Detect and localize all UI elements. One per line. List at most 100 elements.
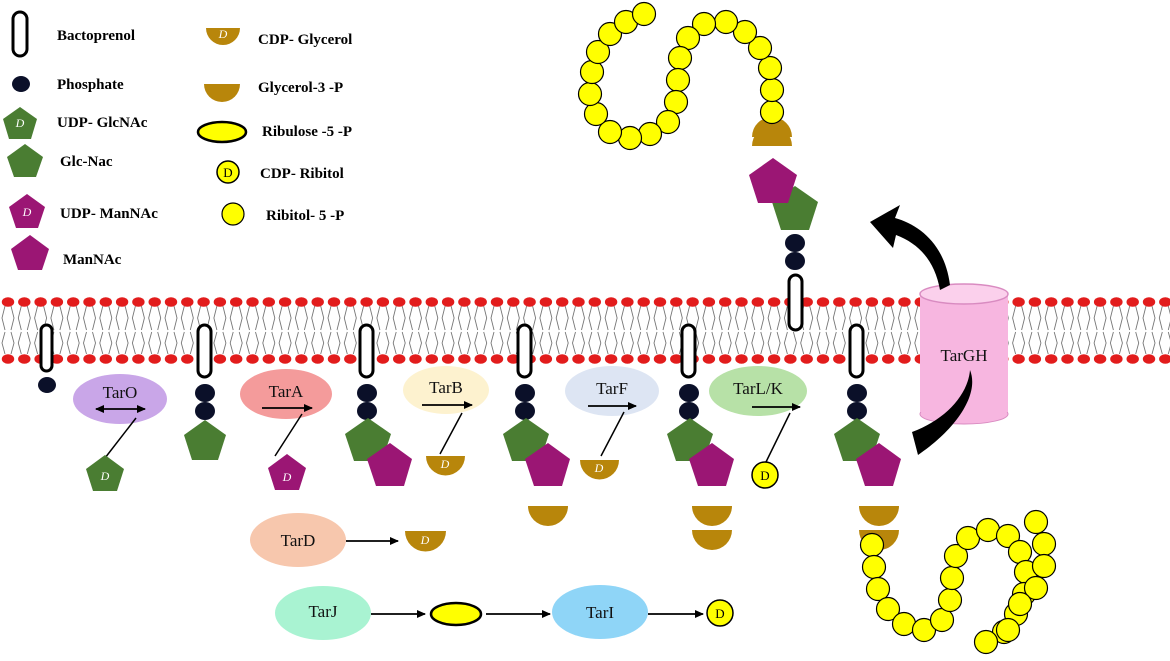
glyph-letter: D	[218, 27, 228, 41]
lipid-head	[311, 297, 324, 307]
lipid-tail	[727, 331, 732, 355]
lipid-tail	[572, 305, 576, 331]
legend-udp-glcnac: D UDP- GlcNAc	[3, 107, 148, 139]
cdp-glycerol-icon	[426, 456, 465, 476]
phosphate-icon	[38, 377, 56, 393]
lipid-tail	[92, 305, 96, 331]
lipid-tail	[483, 305, 488, 331]
lipid-tail	[1158, 331, 1163, 355]
lipid-head	[230, 297, 243, 307]
substrate-connector	[274, 413, 303, 457]
bactoprenol-icon	[680, 323, 697, 379]
lipid-head	[670, 297, 683, 307]
glcnac-icon	[834, 418, 880, 461]
lipid-tail	[669, 305, 674, 331]
lipid-tail	[1102, 305, 1107, 331]
ribitol-5p-bead	[747, 35, 773, 61]
lipid-tail	[434, 331, 439, 355]
lipid-tail	[229, 305, 234, 331]
lipid-tail	[92, 331, 96, 355]
ribitol-5p-bead	[759, 77, 785, 103]
lipid-tail	[662, 331, 667, 355]
mannac-icon	[11, 235, 49, 270]
lipid-tail	[865, 305, 870, 331]
lipid-tail	[294, 331, 299, 355]
lipid-tail	[1086, 305, 1091, 331]
lipid-tail	[890, 331, 895, 355]
ribitol-5p-bead	[617, 125, 643, 151]
lipid-tail	[1167, 305, 1170, 331]
ribitol-5p-bead	[943, 543, 969, 569]
lipid-tail	[809, 305, 814, 331]
lipid-tail	[841, 305, 846, 331]
glcnac-icon	[667, 418, 713, 461]
lipid-tail	[1142, 305, 1147, 331]
lipid-head	[197, 297, 210, 307]
lipid-tail	[26, 331, 31, 355]
lipid-tail	[441, 305, 446, 331]
lipid-tail	[34, 305, 39, 331]
glyph-letter: D	[715, 606, 724, 621]
glycerol-3p-icon	[859, 506, 899, 526]
enzyme-label: TarI	[586, 603, 614, 622]
lipid-head	[327, 297, 341, 307]
lipid-tail	[17, 305, 22, 331]
lipid-tail	[34, 331, 39, 355]
lipid-tail	[157, 305, 162, 331]
udp-mannac-icon	[9, 194, 45, 228]
lipid-tail	[1021, 331, 1026, 355]
bactoprenol-icon	[787, 273, 804, 332]
lipid-tail	[914, 331, 919, 355]
lipid-head	[1126, 354, 1139, 364]
enzyme-tarj: TarJ	[275, 586, 426, 640]
lipid-head	[849, 297, 862, 307]
lipid-tail	[238, 331, 243, 355]
lipid-tail	[271, 305, 276, 331]
glycerol-3p-icon	[528, 506, 568, 526]
phosphate-icon	[515, 384, 535, 402]
lipid-head	[767, 297, 781, 307]
lipid-head	[719, 354, 732, 364]
ribitol-5p-bead	[759, 99, 785, 125]
glcnac-icon	[7, 144, 43, 177]
legend-glycerol-3p: Glycerol-3 -P	[204, 80, 343, 102]
lipid-tail	[401, 305, 406, 331]
lipid-tail	[50, 305, 55, 331]
udp-glcnac-icon	[3, 107, 37, 139]
enzyme-label: TarL/K	[733, 379, 784, 398]
lipid-head	[34, 297, 47, 307]
lipid-head	[1028, 297, 1042, 307]
lipid-tail	[392, 331, 397, 355]
lipid-tail	[669, 331, 674, 355]
tard-bubble	[250, 513, 346, 567]
lipid-head	[50, 354, 64, 364]
lipid-head	[1045, 297, 1058, 307]
ribitol-5p-bead	[665, 67, 691, 93]
lipid-head	[1159, 297, 1170, 307]
ribitol-5p-bead	[757, 55, 783, 81]
glycerol-3p-icon	[752, 117, 792, 137]
lipid-tail	[320, 331, 325, 355]
lipid-head	[83, 354, 96, 364]
lipid-head	[784, 354, 797, 364]
glyph-letter: D	[594, 461, 604, 475]
ribitol-5p-bead	[939, 565, 965, 591]
lipid-tail	[131, 331, 136, 355]
glycerol-3p-icon	[692, 506, 732, 526]
lipid-tail	[115, 331, 120, 355]
lipid-tail	[1037, 331, 1042, 355]
lipid-tail	[66, 331, 71, 355]
cdp-glycerol-icon	[405, 531, 446, 552]
lipid-head	[588, 354, 601, 364]
lipid-tail	[744, 305, 748, 331]
lipid-tail	[555, 305, 560, 331]
mannac-icon	[367, 443, 412, 486]
lipid-head	[262, 297, 275, 307]
lipid-head	[213, 297, 227, 307]
lipid-head	[1159, 354, 1170, 364]
lipid-head	[1110, 354, 1123, 364]
phosphate-icon	[515, 402, 535, 420]
ribitol-5p-bead	[631, 1, 657, 27]
lipid-tail	[727, 305, 732, 331]
